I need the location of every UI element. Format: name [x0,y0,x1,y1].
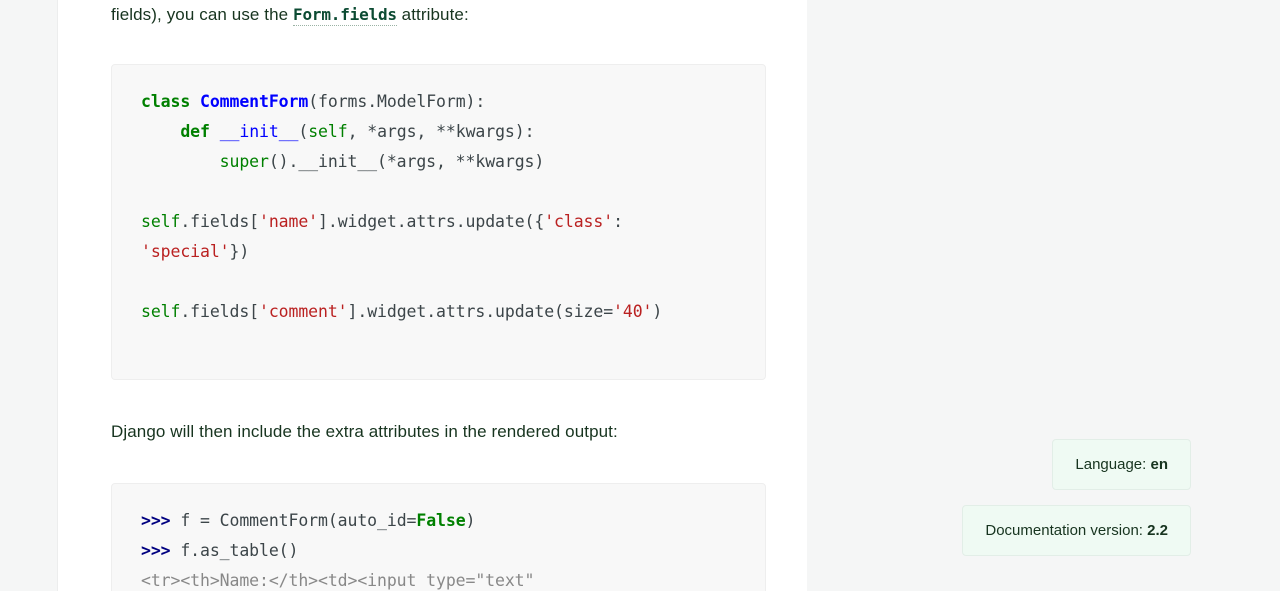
code-text: ().__init__(*args, **kwargs) [268,152,545,171]
code-text: f.as_table() [180,541,299,560]
class-name-commentform: CommentForm [200,92,309,111]
builtin-self: self [308,122,348,141]
shell-prompt: >>> [141,541,181,560]
code-content: class CommentForm(forms.ModelForm): def … [141,87,737,327]
paragraph-rendered-output: Django will then include the extra attri… [111,422,618,441]
left-sidebar-rail [0,0,58,591]
right-sidebar-rail [807,0,1280,591]
version-widget[interactable]: Documentation version: 2.2 [962,505,1191,556]
version-widget-value: 2.2 [1147,522,1168,539]
code-text: .fields[ [180,212,260,231]
builtin-super: super [219,152,269,171]
language-widget-value: en [1150,456,1168,473]
info-widgets: Language: en Documentation version: 2.2 [962,439,1191,556]
code-text: ].widget.attrs.update({ [318,212,545,231]
function-name-init: __init__ [219,122,299,141]
version-widget-label: Documentation version: [985,522,1143,539]
code-text: }) [229,242,250,261]
code-content: >>> f = CommentForm(auto_id=False) >>> f… [141,506,737,591]
shell-prompt: >>> [141,511,181,530]
string-literal-name: 'name' [259,212,319,231]
code-text: ) [652,302,663,321]
string-literal-comment: 'comment' [259,302,348,321]
code-block-python-commentform[interactable]: class CommentForm(forms.ModelForm): def … [111,64,766,380]
builtin-self: self [141,302,181,321]
paragraph-form-fields: fields), you can use the Form.fields att… [111,2,783,28]
constant-false: False [416,511,466,530]
keyword-def: def [180,122,210,141]
string-literal-class: 'class' [544,212,614,231]
paragraph-text-after: attribute: [396,5,469,24]
code-indent [141,152,220,171]
code-text: f = CommentForm(auto_id= [180,511,417,530]
code-block-pycon-astable[interactable]: >>> f = CommentForm(auto_id=False) >>> f… [111,483,766,591]
inline-code-form-fields: Form.fields [293,5,397,26]
string-literal-40: '40' [613,302,653,321]
code-text: ) [465,511,476,530]
string-literal-special: 'special' [141,242,230,261]
code-text: : [613,212,633,231]
code-output-line: <tr><th>Name:</th><td><input type="text" [141,571,535,590]
code-text: ( [298,122,309,141]
code-text: .fields[ [180,302,260,321]
code-text: (forms.ModelForm): [308,92,486,111]
code-text: ].widget.attrs.update(size= [347,302,614,321]
paragraph-text-before: fields), you can use the [111,5,294,24]
language-widget-label: Language: [1075,456,1147,473]
article-content: fields), you can use the Form.fields att… [59,0,807,591]
builtin-self: self [141,212,181,231]
language-widget[interactable]: Language: en [1052,439,1191,490]
code-indent [141,122,180,141]
keyword-class: class [141,92,191,111]
code-text: , *args, **kwargs): [347,122,535,141]
